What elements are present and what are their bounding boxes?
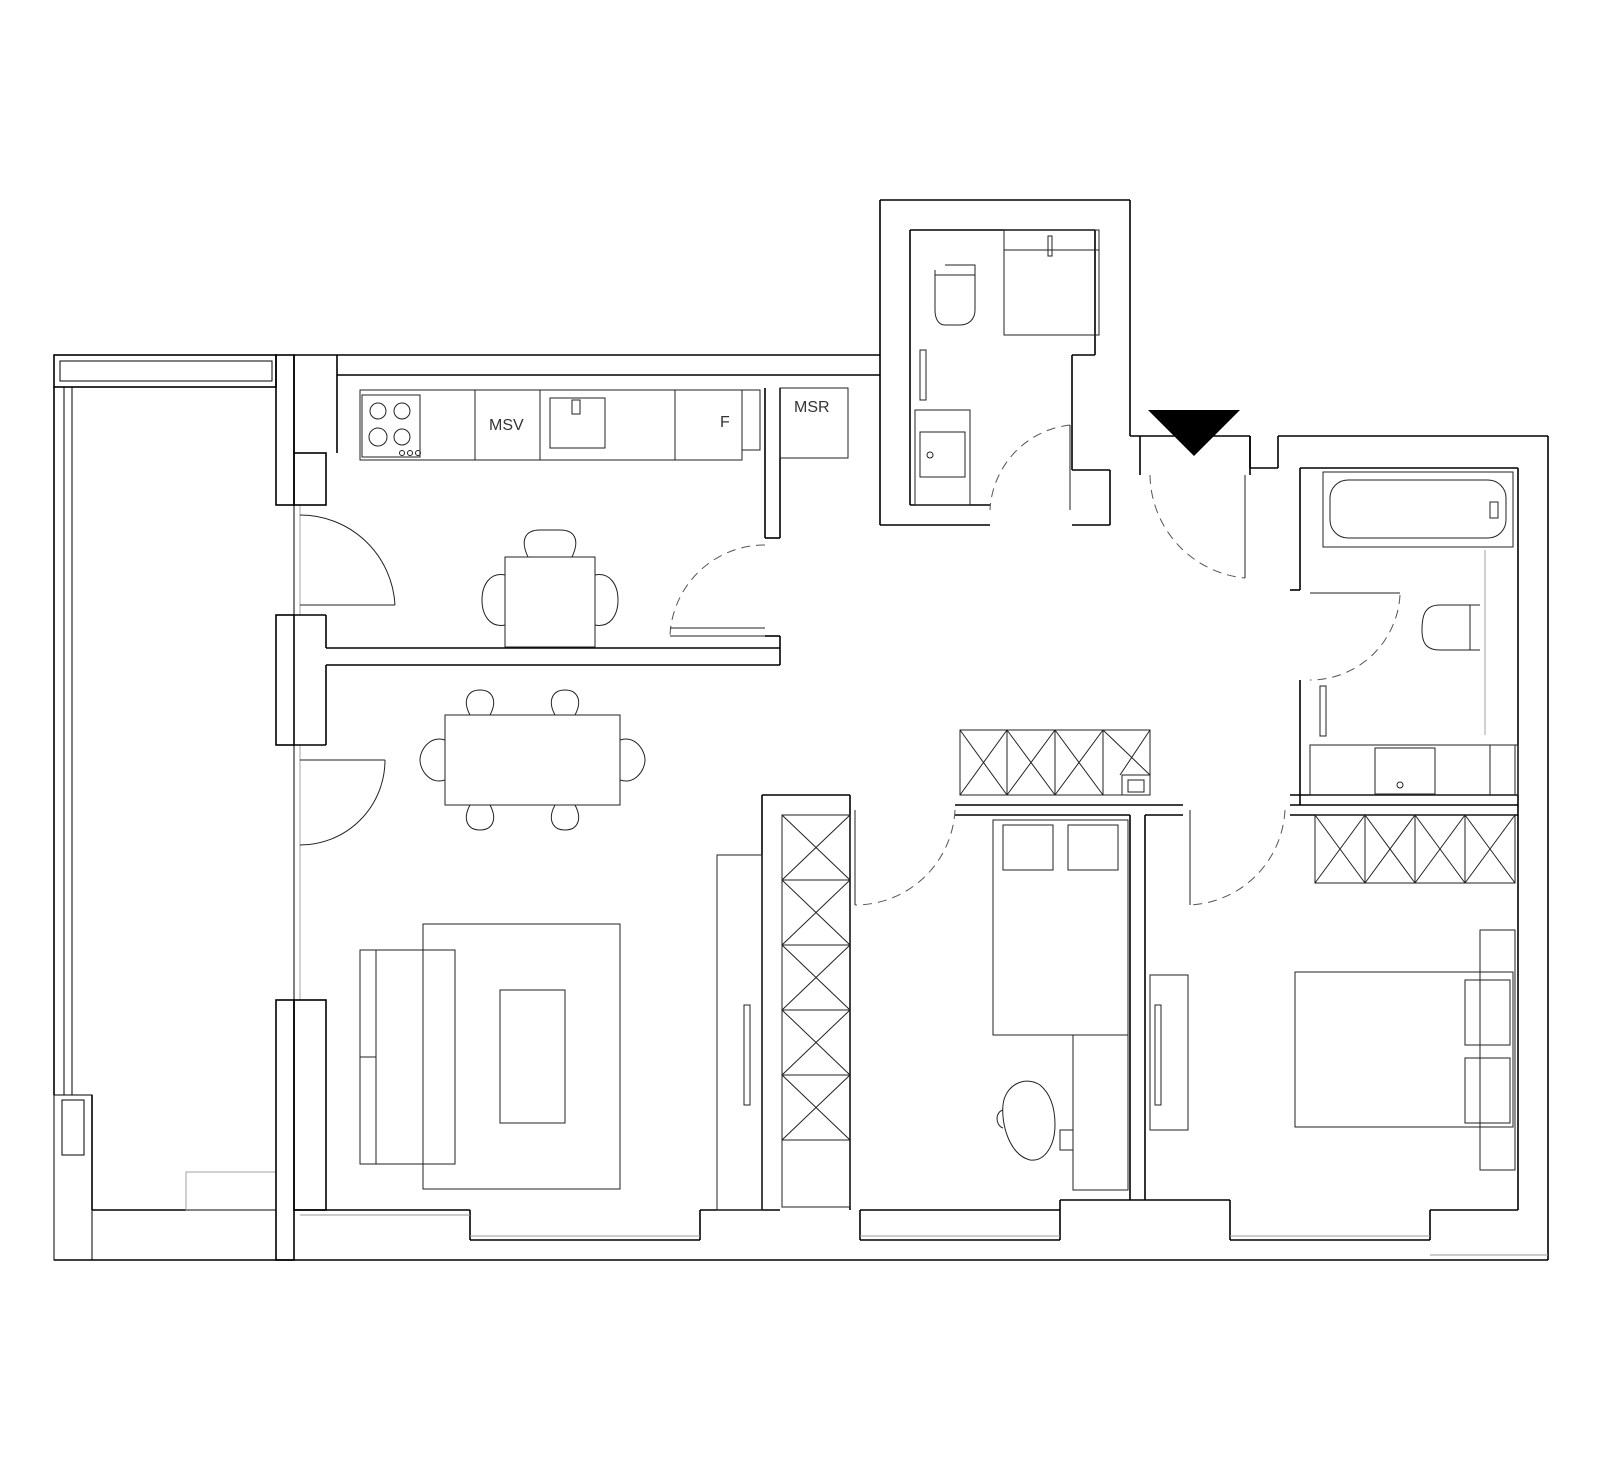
label-msv: MSV: [489, 417, 524, 434]
label-f: F: [720, 414, 730, 431]
sofa: [359, 949, 456, 1165]
bedroom-1: [1294, 814, 1516, 1171]
hall-wardrobe: [959, 729, 1151, 796]
coffee-table: [499, 989, 566, 1124]
label-msr: MSR: [794, 399, 830, 416]
desk-chair-icon: [996, 1080, 1074, 1161]
kitchen-table: [481, 529, 619, 648]
bedroom-2: [992, 819, 1189, 1191]
balcony: [53, 354, 277, 1261]
kitchen-counter: [359, 389, 761, 461]
entrance-arrow-icon: [1148, 410, 1240, 456]
bathroom: [1309, 471, 1519, 796]
wardrobe-living: [781, 814, 851, 1208]
cooktop-icon: [361, 394, 421, 458]
rug: [422, 923, 621, 1190]
dining-table: [419, 689, 646, 831]
msr-cabinet: [779, 387, 849, 459]
doors: [299, 424, 1401, 906]
tv-unit: [716, 854, 763, 1211]
exterior-walls: [275, 199, 1549, 1261]
wc: [914, 229, 1100, 506]
interior-walls: [294, 388, 1518, 1210]
